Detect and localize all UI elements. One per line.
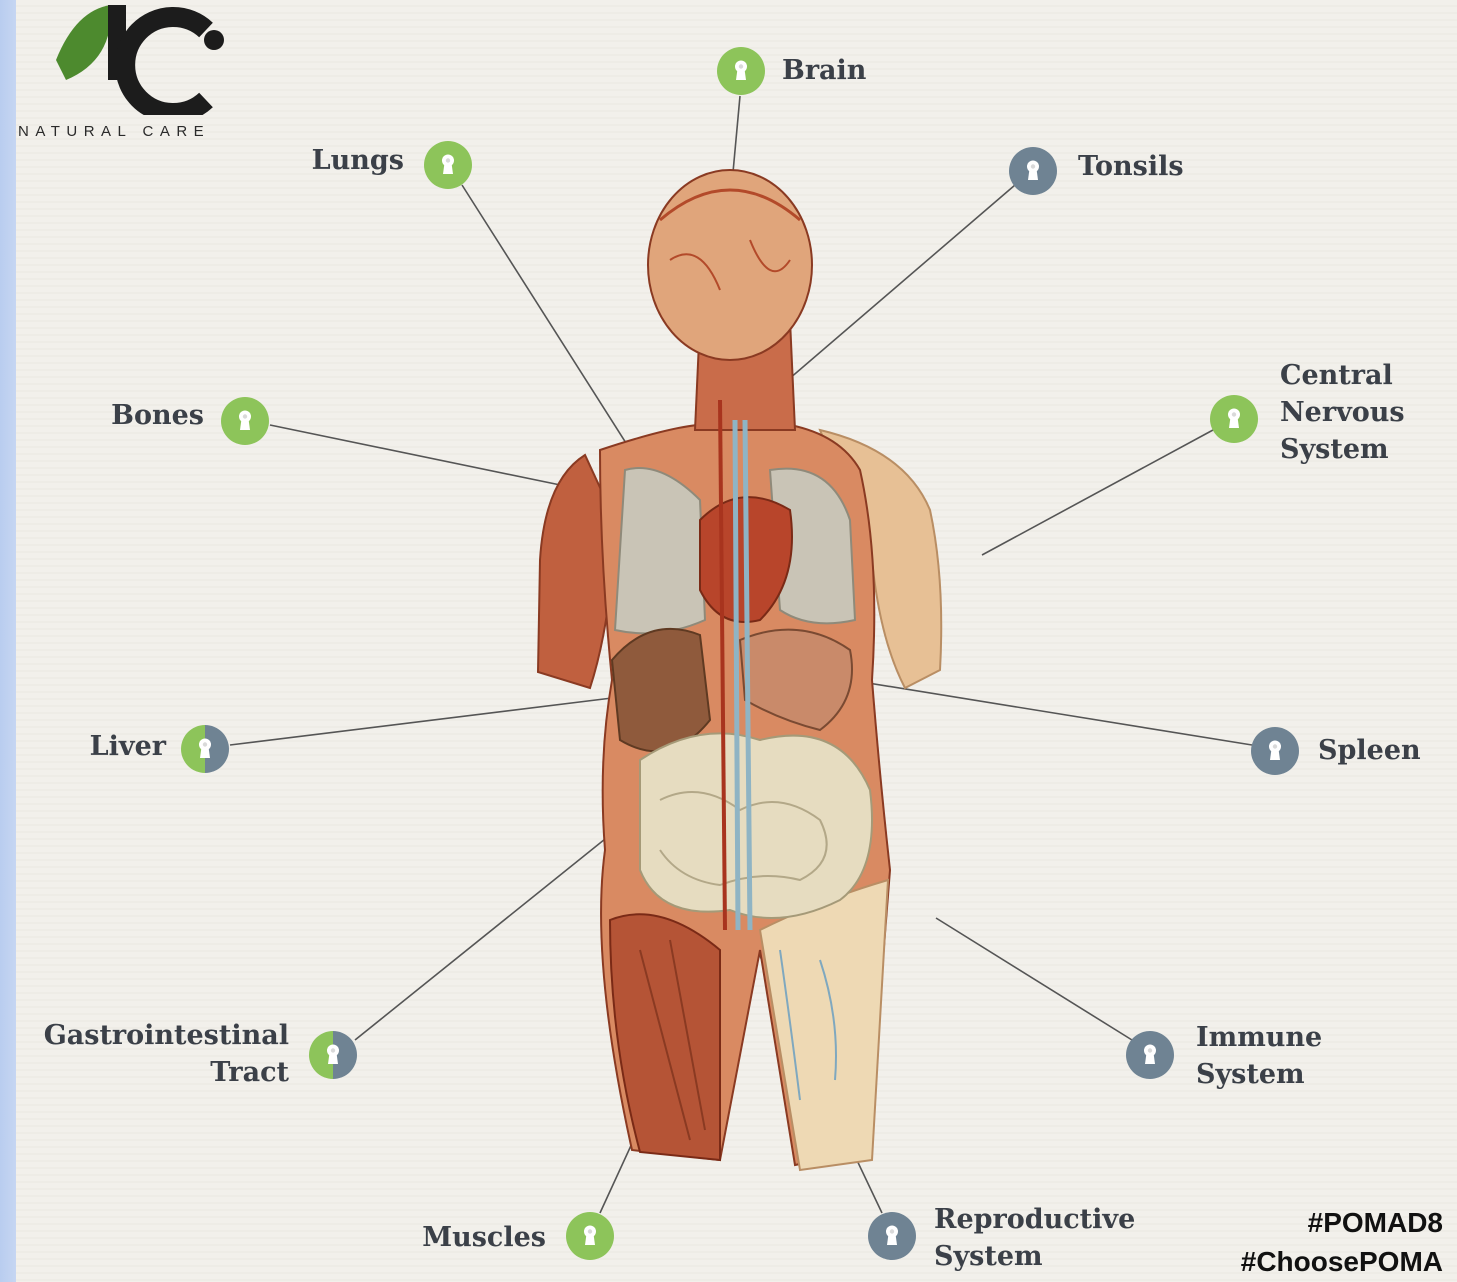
keyhole-icon-lungs (424, 141, 472, 189)
label-lungs: Lungs (296, 142, 404, 179)
label-reproductive: Reproductive System (934, 1201, 1135, 1275)
keyhole-icon-tonsils (1009, 147, 1057, 195)
label-immune-line1: Immune (1196, 1019, 1322, 1056)
label-spleen: Spleen (1318, 732, 1421, 769)
label-repro-line2: System (934, 1238, 1135, 1275)
label-liver: Liver (56, 728, 166, 765)
brand-tagline: NATURAL CARE (18, 123, 210, 140)
keyhole-icon-liver (181, 725, 229, 773)
label-tonsils: Tonsils (1078, 148, 1184, 185)
label-immune: Immune System (1196, 1019, 1322, 1093)
brand-logo (56, 0, 256, 115)
label-cns: Central Nervous System (1280, 357, 1405, 468)
keyhole-icon-gi (309, 1031, 357, 1079)
diagram-canvas: NATURAL CARE Brain Lungs Tonsils Central… (16, 0, 1457, 1282)
hashtag-pomad8: #POMAD8 (1308, 1207, 1443, 1239)
keyhole-icon-muscles (566, 1212, 614, 1260)
keyhole-icon-bones (221, 397, 269, 445)
keyhole-icon-reproductive (868, 1212, 916, 1260)
label-brain: Brain (782, 52, 866, 89)
keyhole-icon-immune (1126, 1031, 1174, 1079)
label-gi-line1: Gastrointestinal (36, 1017, 289, 1054)
keyhole-icon-cns (1210, 395, 1258, 443)
label-muscles: Muscles (406, 1219, 546, 1256)
label-cns-line3: System (1280, 431, 1405, 468)
label-bones: Bones (96, 397, 204, 434)
label-cns-line2: Nervous (1280, 394, 1405, 431)
hashtag-choosepoma: #ChoosePOMA (1241, 1246, 1443, 1278)
label-immune-line2: System (1196, 1056, 1322, 1093)
label-repro-line1: Reproductive (934, 1201, 1135, 1238)
keyhole-icon-spleen (1251, 727, 1299, 775)
label-gi-line2: Tract (36, 1054, 289, 1091)
label-gi: Gastrointestinal Tract (36, 1017, 289, 1091)
keyhole-icon-brain (717, 47, 765, 95)
label-cns-line1: Central (1280, 357, 1405, 394)
